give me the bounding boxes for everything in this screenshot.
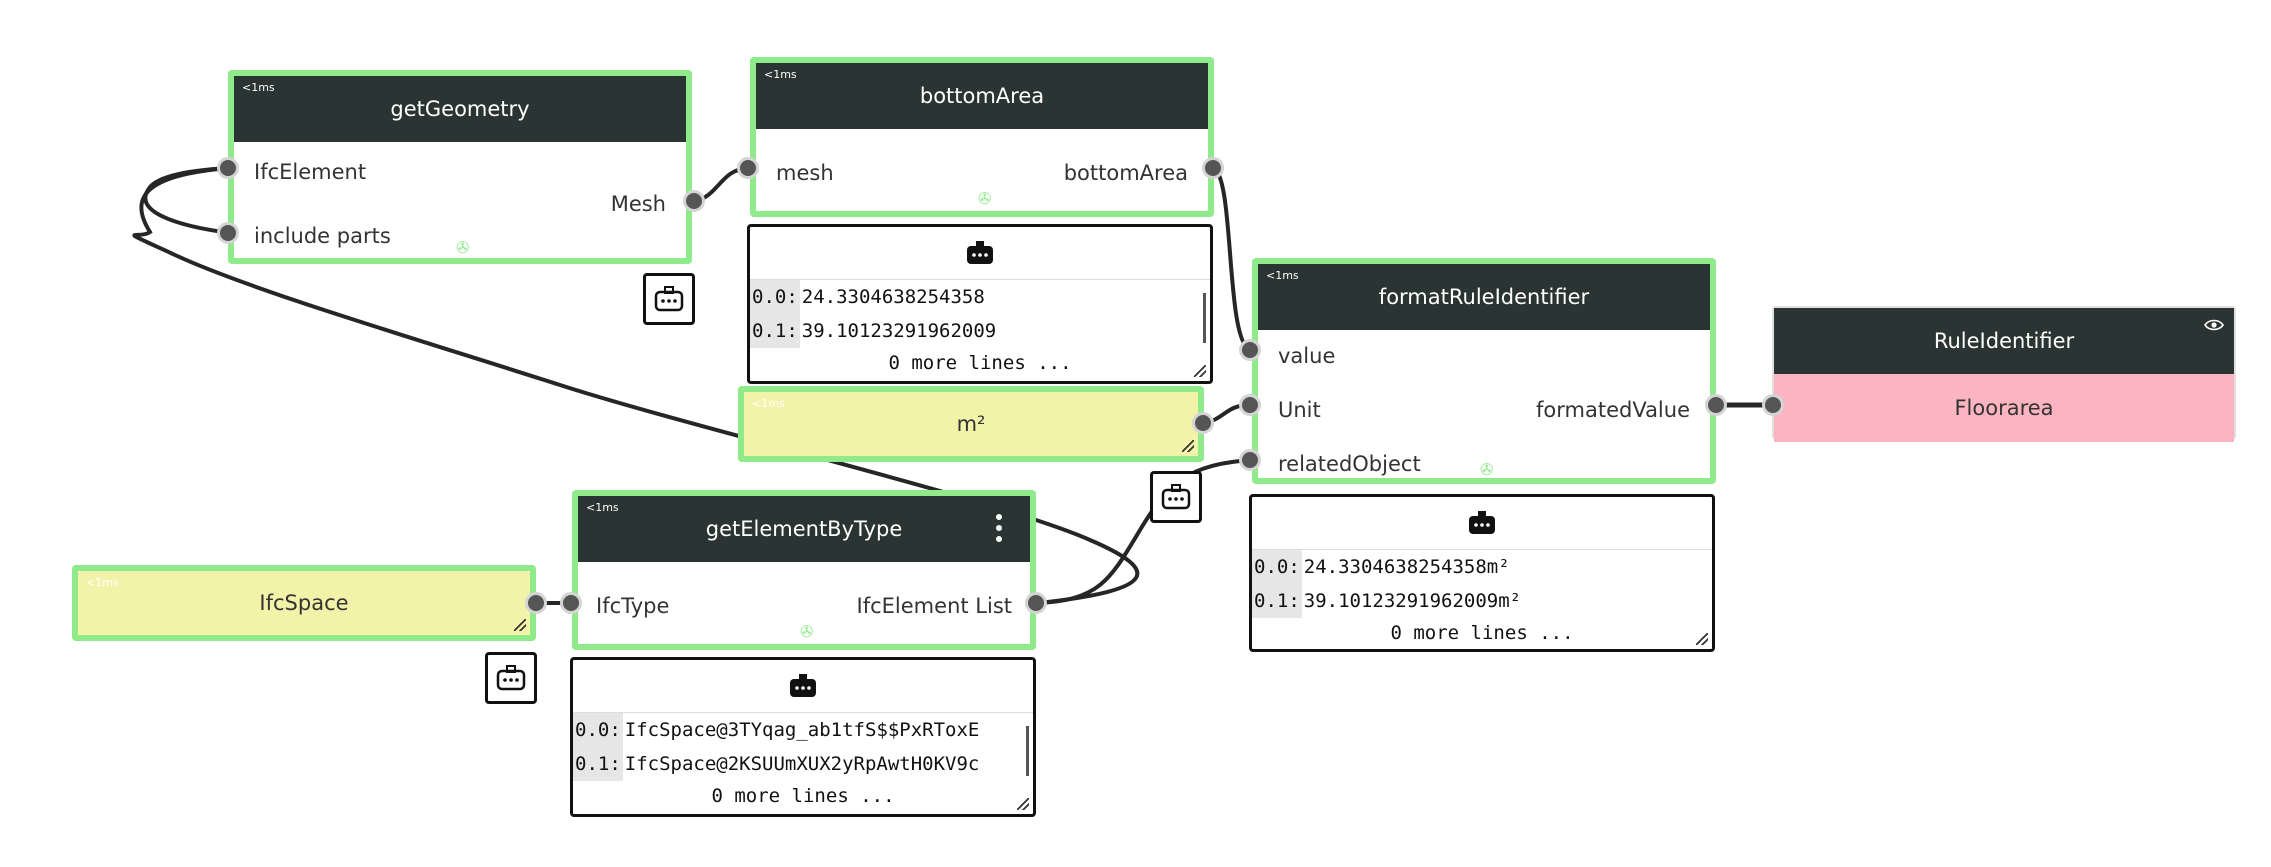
output-label-formated-value: formatedValue xyxy=(1536,398,1690,422)
output-row: 0.0:24.3304638254358 xyxy=(750,280,1210,314)
wire-bottomarea-to-value xyxy=(1211,166,1252,352)
timing-label: <1ms xyxy=(86,576,119,589)
output-viewer-icon xyxy=(496,665,526,691)
more-lines-label: 0 more lines ... xyxy=(711,785,895,807)
output-viewer-button[interactable] xyxy=(1150,471,1202,523)
node-title: getElementByType xyxy=(705,517,903,541)
output-viewer-icon xyxy=(790,674,816,697)
wire-elementlist-to-relatedobject xyxy=(1036,458,1252,605)
eye-icon[interactable] xyxy=(2204,318,2224,332)
more-lines-label: 0 more lines ... xyxy=(1390,622,1574,644)
output-viewer-icon xyxy=(1161,484,1191,510)
debug-icon[interactable]: ✇ xyxy=(456,238,470,257)
port-bottomarea-out[interactable] xyxy=(1202,157,1224,179)
wire-ifcelement-to-includeparts xyxy=(143,166,232,235)
output-label-ifcelement-list: IfcElement List xyxy=(856,594,1012,618)
output-viewer-get-element-by-type[interactable]: 0.0:IfcSpace@3TYqag_ab1tfS$$PxRToxE 0.1:… xyxy=(570,657,1036,817)
result-value: Floorarea xyxy=(1774,374,2234,442)
resize-handle-icon[interactable] xyxy=(1194,365,1206,377)
port-ifcelement-list-out[interactable] xyxy=(1025,592,1047,614)
output-viewer-header[interactable] xyxy=(573,660,1033,713)
output-row: 0.1:IfcSpace@2KSUUmXUX2yRpAwtH0KV9c xyxy=(573,747,1033,781)
output-row: 0.1:39.10123291962009 xyxy=(750,314,1210,348)
timing-label: <1ms xyxy=(764,68,797,81)
constant-value[interactable]: m² xyxy=(956,412,986,436)
port-mesh-in[interactable] xyxy=(737,157,759,179)
node-unit-constant[interactable]: <1ms m² xyxy=(738,386,1204,462)
node-rule-identifier[interactable]: RuleIdentifier Floorarea xyxy=(1772,306,2236,442)
node-ifcspace-constant[interactable]: <1ms IfcSpace xyxy=(72,565,536,641)
output-label-mesh: Mesh xyxy=(610,192,666,216)
port-ifcelement[interactable] xyxy=(217,157,239,179)
output-label-bottomarea: bottomArea xyxy=(1063,161,1188,185)
port-mesh-out[interactable] xyxy=(683,190,705,212)
debug-icon[interactable]: ✇ xyxy=(1480,460,1494,479)
node-header[interactable]: <1ms getElementByType xyxy=(578,496,1030,562)
input-label-related-object: relatedObject xyxy=(1278,452,1421,476)
node-title: formatRuleIdentifier xyxy=(1378,285,1590,309)
port-ifctype-in[interactable] xyxy=(560,592,582,614)
debug-icon[interactable]: ✇ xyxy=(978,189,992,208)
node-title: bottomArea xyxy=(919,84,1045,108)
input-label-ifcelement: IfcElement xyxy=(254,160,367,184)
node-get-element-by-type[interactable]: <1ms getElementByType IfcType IfcElement… xyxy=(572,490,1036,650)
node-title: getGeometry xyxy=(390,97,530,121)
node-title: RuleIdentifier xyxy=(1933,329,2075,353)
output-viewer-button[interactable] xyxy=(643,273,695,325)
output-viewer-icon xyxy=(1469,511,1495,534)
input-label-include-parts: include parts xyxy=(254,224,391,248)
resize-handle-icon[interactable] xyxy=(514,619,526,631)
input-label-ifctype: IfcType xyxy=(596,594,670,618)
port-unit-in[interactable] xyxy=(1239,394,1261,416)
input-label-value: value xyxy=(1278,344,1336,368)
more-options-icon[interactable] xyxy=(996,514,1002,547)
output-viewer-header[interactable] xyxy=(1252,497,1712,550)
port-ifcspace-out[interactable] xyxy=(525,592,547,614)
scrollbar[interactable] xyxy=(1203,293,1206,343)
node-header[interactable]: <1ms formatRuleIdentifier xyxy=(1258,264,1710,330)
timing-label: <1ms xyxy=(1266,269,1299,282)
port-unit-out[interactable] xyxy=(1192,412,1214,434)
timing-label: <1ms xyxy=(586,501,619,514)
output-row: 0.1:39.10123291962009m² xyxy=(1252,584,1712,618)
input-label-mesh: mesh xyxy=(776,161,834,185)
input-label-unit: Unit xyxy=(1278,398,1321,422)
port-rule-identifier-in[interactable] xyxy=(1762,394,1784,416)
output-row: 0.0:24.3304638254358m² xyxy=(1252,550,1712,584)
resize-handle-icon[interactable] xyxy=(1696,633,1708,645)
more-lines-label: 0 more lines ... xyxy=(888,352,1072,374)
output-row: 0.0:IfcSpace@3TYqag_ab1tfS$$PxRToxE xyxy=(573,713,1033,747)
constant-value[interactable]: IfcSpace xyxy=(259,591,349,615)
debug-icon[interactable]: ✇ xyxy=(800,622,814,641)
node-header[interactable]: <1ms bottomArea xyxy=(756,63,1208,129)
output-viewer-header[interactable] xyxy=(750,227,1210,280)
node-header[interactable]: <1ms getGeometry xyxy=(234,76,686,142)
output-viewer-icon xyxy=(967,241,993,264)
scrollbar[interactable] xyxy=(1026,726,1029,776)
node-bottom-area[interactable]: <1ms bottomArea mesh bottomArea ✇ xyxy=(750,57,1214,217)
node-format-rule-identifier[interactable]: <1ms formatRuleIdentifier value Unit rel… xyxy=(1252,258,1716,484)
resize-handle-icon[interactable] xyxy=(1182,440,1194,452)
output-viewer-icon xyxy=(654,286,684,312)
output-viewer-format-rule-identifier[interactable]: 0.0:24.3304638254358m² 0.1:39.1012329196… xyxy=(1249,494,1715,652)
port-formated-value-out[interactable] xyxy=(1705,394,1727,416)
port-value-in[interactable] xyxy=(1239,339,1261,361)
port-related-object-in[interactable] xyxy=(1239,449,1261,471)
output-viewer-bottomarea[interactable]: 0.0:24.3304638254358 0.1:39.101232919620… xyxy=(747,224,1213,384)
port-include-parts[interactable] xyxy=(217,222,239,244)
timing-label: <1ms xyxy=(242,81,275,94)
node-get-geometry[interactable]: <1ms getGeometry IfcElement include part… xyxy=(228,70,692,264)
node-header[interactable]: RuleIdentifier xyxy=(1774,308,2234,374)
output-viewer-button[interactable] xyxy=(485,652,537,704)
resize-handle-icon[interactable] xyxy=(1017,798,1029,810)
